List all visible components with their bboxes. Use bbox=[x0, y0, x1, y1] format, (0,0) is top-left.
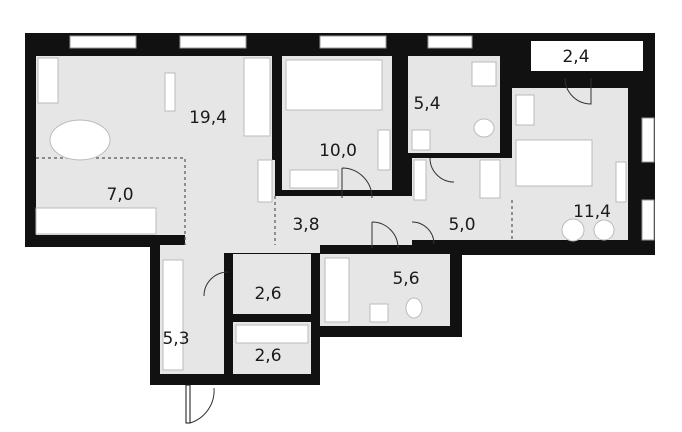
area-labels: 19,4 7,0 10,0 5,4 2,4 11,4 3,8 5,0 5,6 2… bbox=[106, 47, 610, 366]
area-hall-2: 5,0 bbox=[448, 215, 475, 235]
area-bedroom-1: 10,0 bbox=[319, 141, 357, 161]
area-hall-1: 3,8 bbox=[292, 215, 319, 235]
room-balcony bbox=[529, 39, 645, 73]
furniture bbox=[35, 57, 627, 371]
area-living: 19,4 bbox=[189, 108, 227, 128]
area-entrance-hall: 5,3 bbox=[162, 329, 189, 349]
area-storage-2: 2,6 bbox=[254, 346, 281, 366]
area-storage-1: 2,6 bbox=[254, 284, 281, 304]
room-storage-1 bbox=[233, 254, 311, 314]
windows bbox=[69, 35, 655, 241]
area-bathroom-1: 5,4 bbox=[413, 94, 440, 114]
entrance-door[interactable] bbox=[185, 384, 191, 424]
area-bedroom-2: 11,4 bbox=[573, 202, 611, 222]
area-balcony: 2,4 bbox=[562, 47, 589, 67]
room-hall-1 bbox=[275, 196, 412, 245]
area-kitchen: 7,0 bbox=[106, 185, 133, 205]
area-bathroom-2: 5,6 bbox=[392, 269, 419, 289]
entrance-door-swing bbox=[189, 387, 215, 424]
doors bbox=[185, 77, 592, 424]
room-entrance-hall-ext bbox=[185, 245, 320, 253]
